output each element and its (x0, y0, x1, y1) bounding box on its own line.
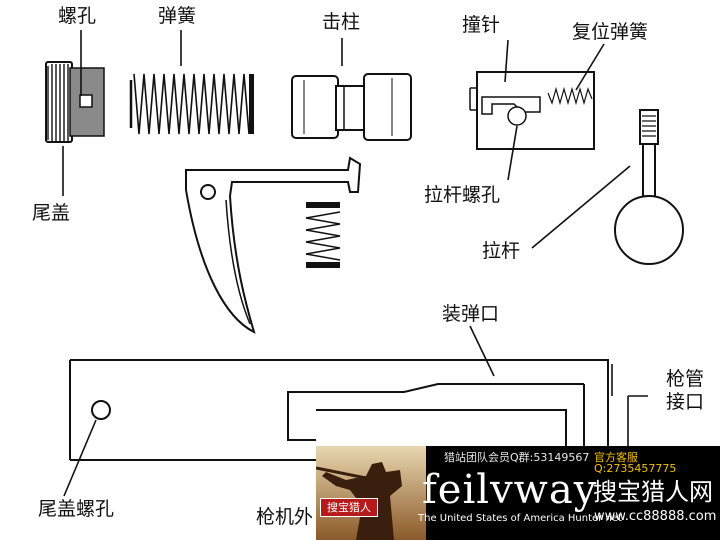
label-barrel-line2: 接口 (666, 391, 705, 413)
leader-lines (62, 30, 648, 497)
label-bolt-outer: 枪机外 (256, 506, 314, 528)
watermark-brand-cn: 搜宝猎人网 (593, 478, 713, 506)
label-end-cap-screw-hole: 尾盖螺孔 (38, 498, 115, 520)
label-return-spring: 复位弹簧 (572, 21, 649, 43)
label-pull-rod: 拉杆 (482, 240, 521, 262)
receiver-body (69, 359, 609, 461)
watermark-tagline: The United States of America Hunter net (418, 513, 622, 524)
trigger-spring (305, 202, 341, 268)
label-end-cap: 尾盖 (32, 202, 71, 224)
pull-rod (614, 109, 684, 265)
trigger-sear (185, 156, 362, 334)
striker-post (291, 73, 412, 141)
label-striker-post: 击柱 (322, 11, 361, 33)
end-cap-part (45, 61, 105, 143)
label-loading-port: 装弹口 (442, 303, 500, 325)
watermark-badge: 搜宝猎人 (320, 498, 378, 517)
label-screw-hole: 螺孔 (58, 5, 97, 27)
watermark-banner: 猎站团队会员Q群:53149567 官方客服Q:2735457775 feilv… (316, 446, 720, 540)
label-pull-rod-screw-hole: 拉杆螺孔 (424, 184, 501, 206)
label-barrel-line1: 枪管 (666, 368, 705, 390)
watermark-service-qq: 官方客服Q:2735457775 (594, 451, 677, 475)
main-spring (129, 73, 254, 135)
firing-pin-block (469, 71, 595, 150)
watermark-qq-group: 猎站团队会员Q群:53149567 (444, 451, 590, 464)
watermark-brand-word: feilvway (422, 467, 598, 513)
label-firing-pin: 撞针 (462, 14, 501, 36)
label-spring: 弹簧 (158, 5, 197, 27)
watermark-url: www.cc88888.com (594, 509, 717, 524)
hunter-silhouette-icon (316, 446, 426, 540)
cap-screw-hole (79, 94, 93, 108)
